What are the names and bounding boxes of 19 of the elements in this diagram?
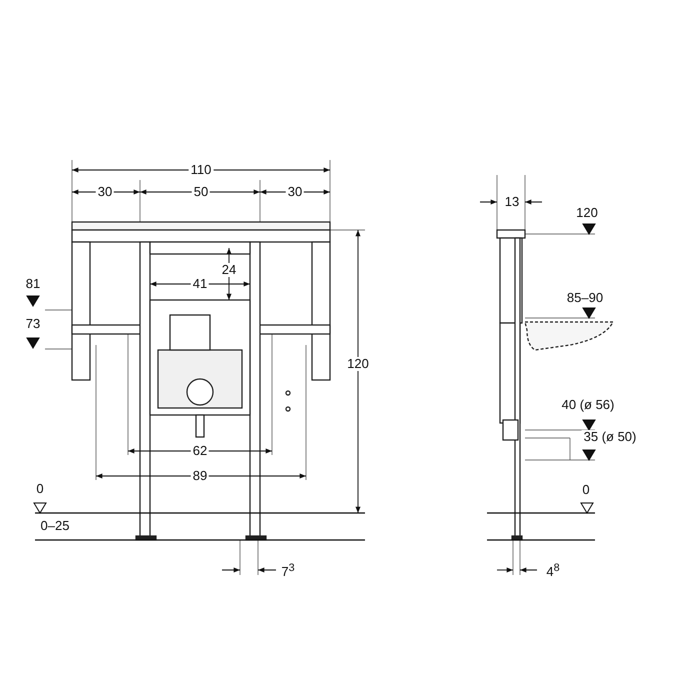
dimension-label: 110 bbox=[188, 163, 214, 177]
dimension-label: 40 (ø 56) bbox=[560, 398, 616, 412]
dimension-label: 81 bbox=[24, 277, 42, 291]
dimension-label: 41 bbox=[190, 277, 210, 291]
dimension-label: 35 (ø 50) bbox=[582, 430, 638, 444]
dimension-label: 85–90 bbox=[564, 291, 606, 305]
dimension-label: 30 bbox=[286, 185, 304, 199]
dimension-label: 120 bbox=[345, 357, 371, 371]
dimension-label: 0 bbox=[580, 483, 592, 497]
dimension-label: 89 bbox=[190, 469, 210, 483]
dimension-label: 50 bbox=[192, 185, 210, 199]
dimension-label: 30 bbox=[96, 185, 114, 199]
dimension-label: 13 bbox=[502, 195, 522, 209]
dimension-label: 24 bbox=[220, 263, 238, 277]
dimension-label: 0 bbox=[34, 482, 46, 496]
dimension-label: 120 bbox=[574, 206, 600, 220]
dimension-label: 73 bbox=[24, 317, 42, 331]
dimension-label: 0–25 bbox=[38, 519, 72, 533]
dimension-label: 62 bbox=[190, 444, 210, 458]
